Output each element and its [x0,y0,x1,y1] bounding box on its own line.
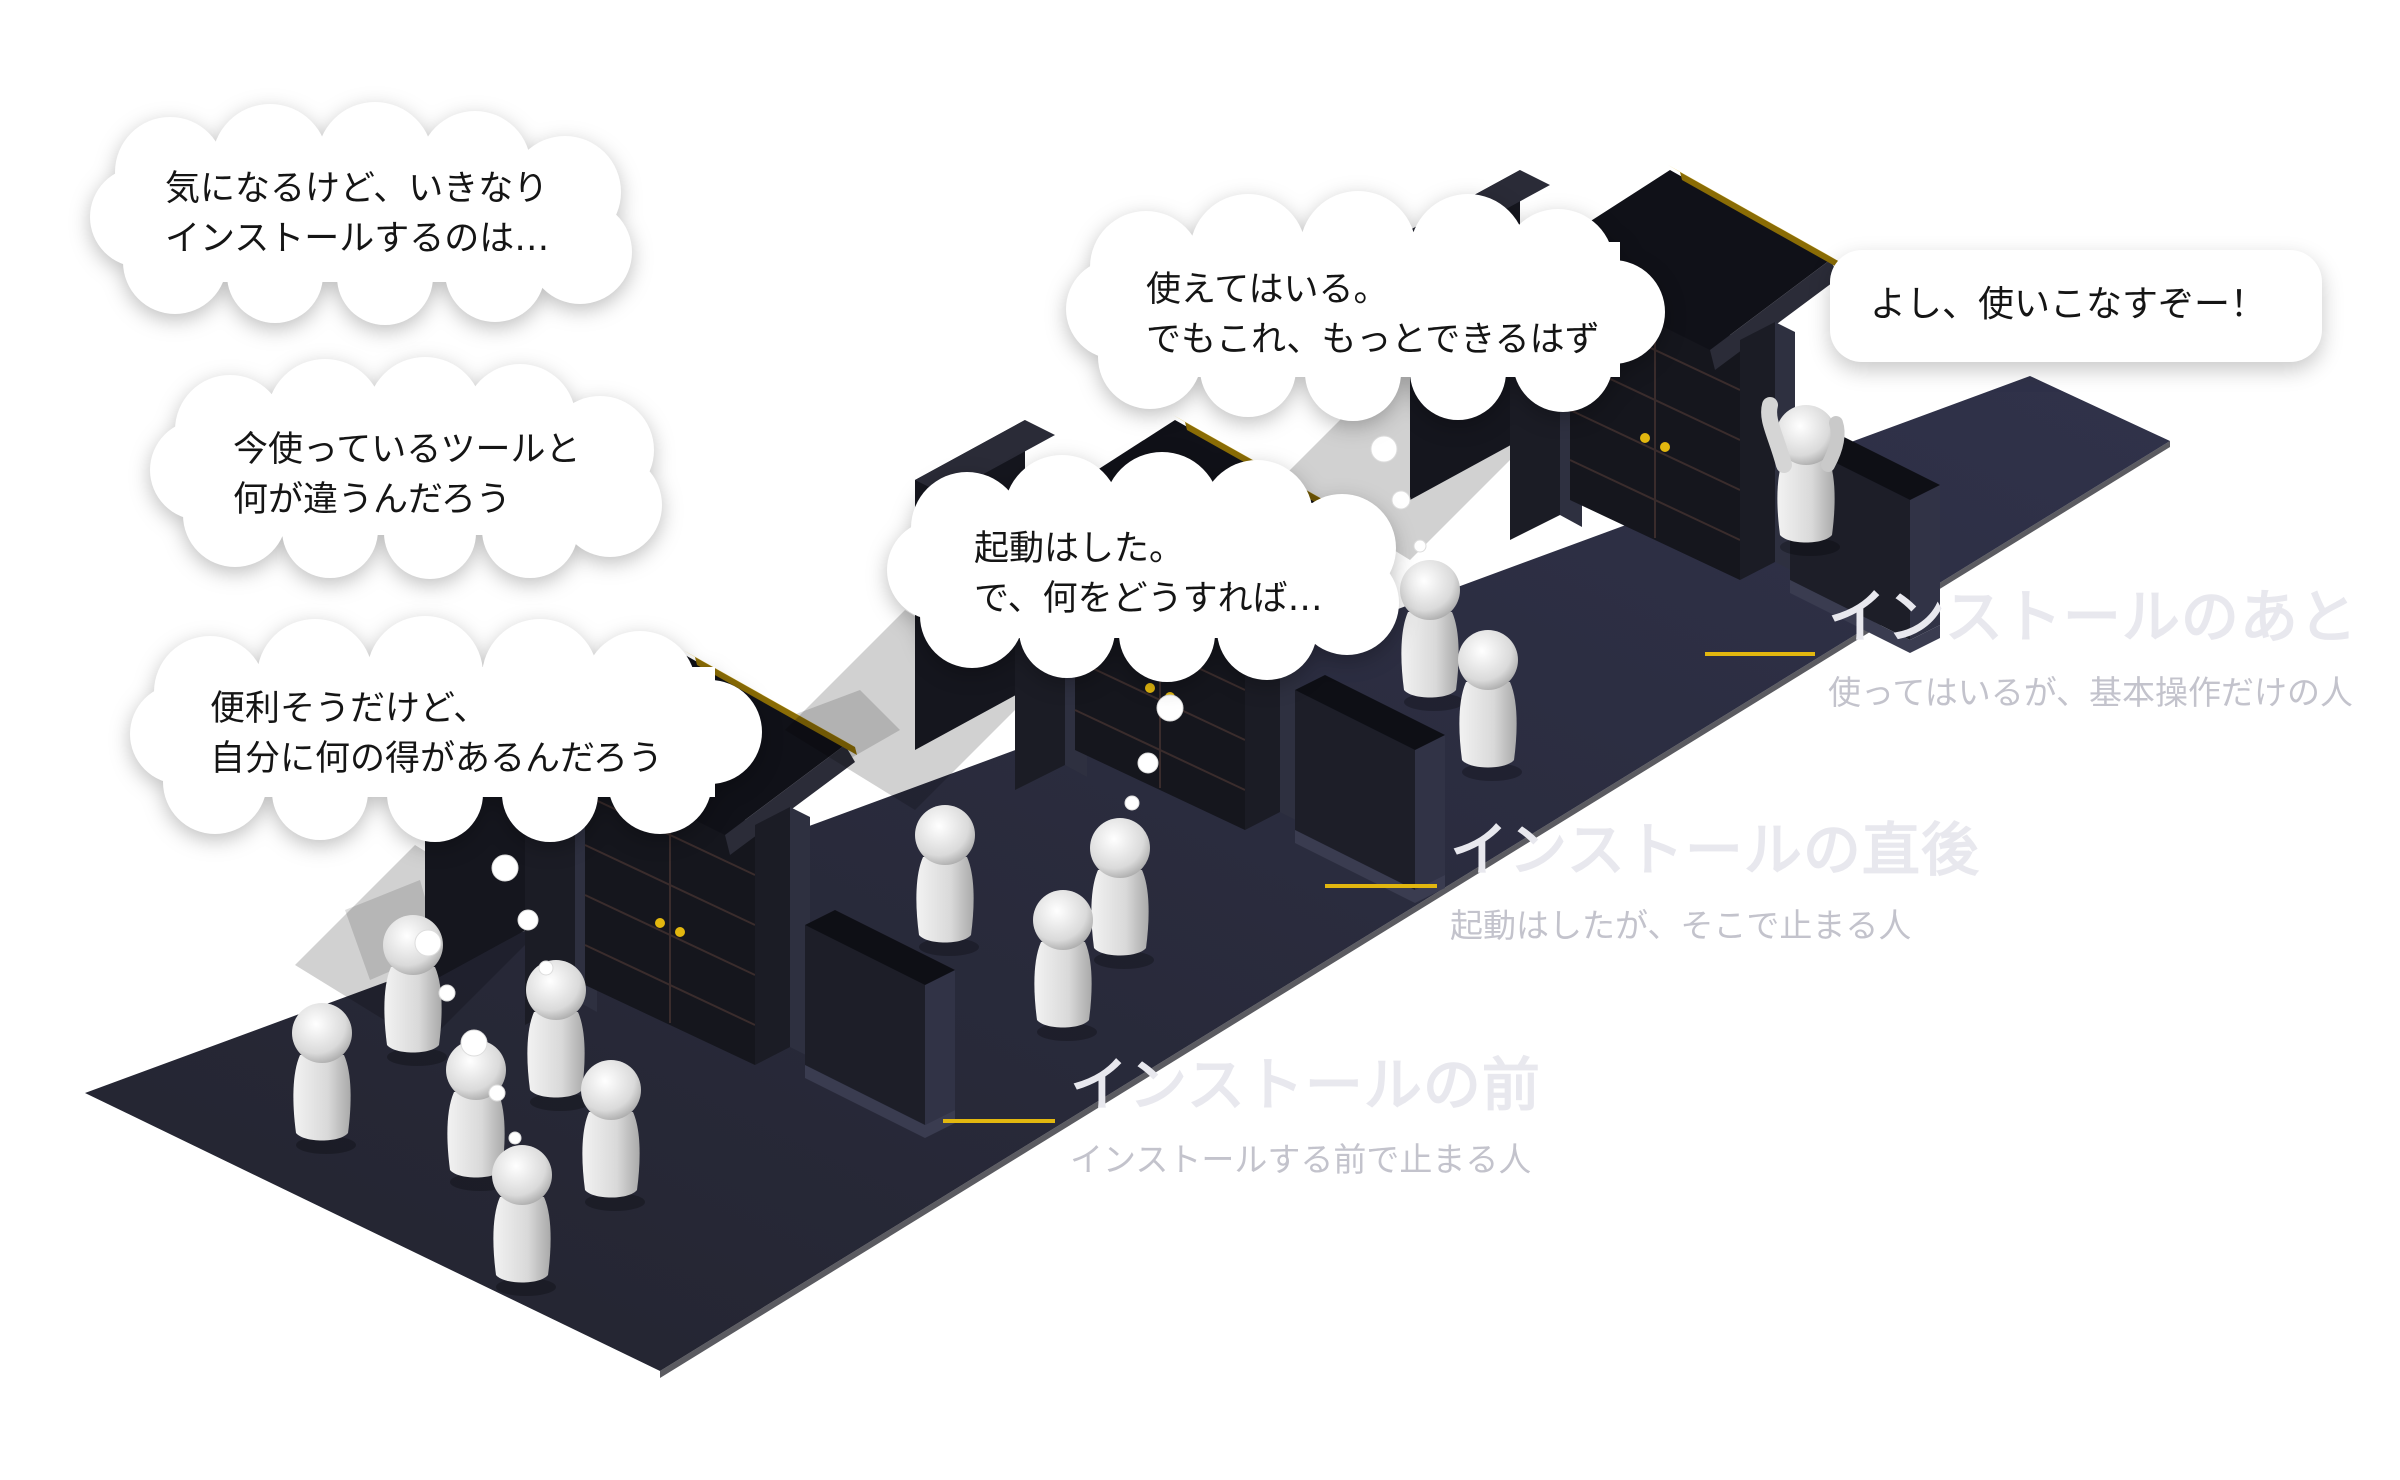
thought-trail [414,435,1427,1145]
person-figure [526,960,590,1111]
thought-line: 使えてはいる。 [1146,270,1389,310]
stage-title-after-install: インストールのあと [1828,583,2358,651]
thought-line: 何が違うんだろう [233,480,511,520]
thought-line: 自分に何の得があるんだろう [210,739,663,779]
person-figure [581,1060,645,1211]
stage-subtitle-before-install: インストールする前で止まる人 [1070,1140,1532,1179]
stage-title-before-install: インストールの前 [1070,1051,1541,1119]
thought-line: でもこれ、もっとできるはず [1146,320,1600,360]
thought-cloud-can-do-more: 使えてはいる。 でもこれ、もっとできるはず [1058,191,1668,421]
person-figure [1033,890,1097,1041]
thought-line: 今使っているツールと [233,430,581,470]
person-figure [1458,630,1522,781]
thought-cloud-benefit-unclear: 便利そうだけど、 自分に何の得があるんだろう [120,616,775,842]
stage-subtitle-right-after-install: 起動はしたが、そこで止まる人 [1450,906,1912,945]
person-figure [915,805,979,956]
thought-cloud-launched-what-next: 起動はした。 で、何をどうすれば… [882,452,1412,682]
speech-bubble: よし、使いこなすぞー！ [1830,250,2322,362]
thought-line: 気になるけど、いきなり [165,169,549,209]
thought-line: 便利そうだけど、 [210,689,489,729]
stage-subtitle-after-install: 使ってはいるが、基本操作だけの人 [1828,673,2354,712]
speech-text: よし、使いこなすぞー！ [1870,284,2267,325]
person-figure [292,1003,356,1154]
thought-cloud-compare-tools: 今使っているツールと 何が違うんだろう [145,357,670,579]
thought-line: で、何をどうすれば… [974,579,1323,619]
person-figure [1090,818,1154,969]
thought-line: インストールするのは… [165,219,550,259]
stage-title-right-after-install: インストールの直後 [1450,816,1980,884]
cheering-person-figure [1761,397,1845,556]
thought-line: 起動はした。 [974,529,1185,569]
thought-cloud-hesitant-install: 気になるけど、いきなり インストールするのは… [85,102,645,325]
person-figure [492,1145,556,1296]
speech-tail [1838,350,1898,412]
